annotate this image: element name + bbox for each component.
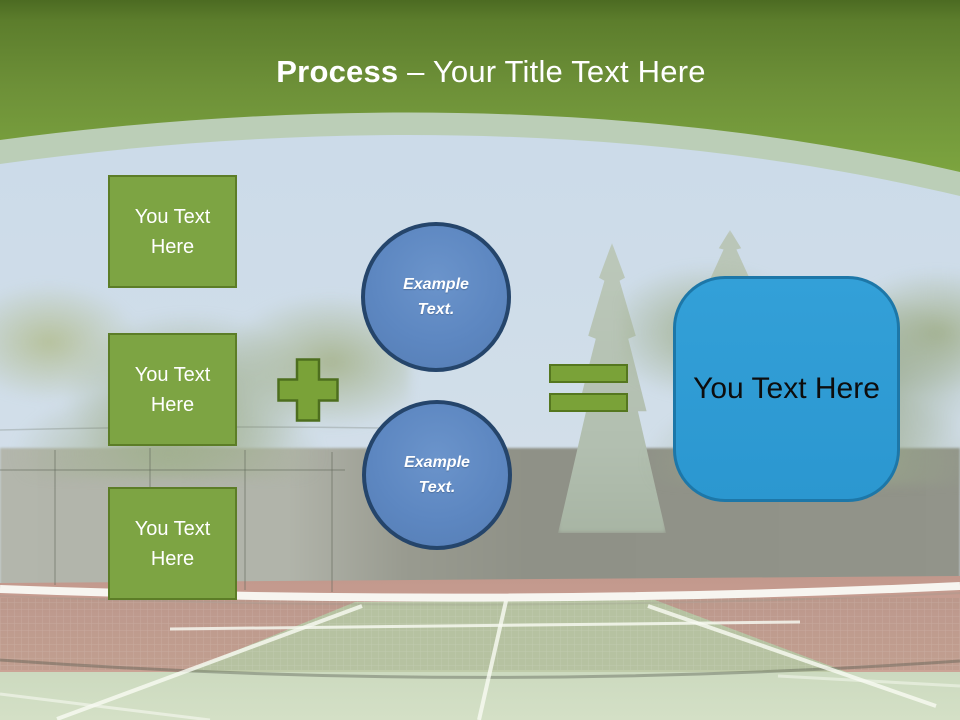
example-circle-1[interactable]: Example Text. bbox=[361, 222, 511, 372]
equals-bottom-bar bbox=[549, 393, 628, 412]
header-green-arc bbox=[0, 0, 960, 172]
input-box-3[interactable]: You Text Here bbox=[108, 487, 237, 600]
slide-title[interactable]: Process – Your Title Text Here bbox=[0, 54, 960, 90]
result-box-label: You Text Here bbox=[693, 372, 880, 405]
result-box[interactable]: You Text Here bbox=[673, 276, 900, 502]
plus-icon bbox=[277, 358, 339, 422]
equals-icon bbox=[549, 364, 628, 412]
equals-top-bar bbox=[549, 364, 628, 383]
title-rest-text: – Your Title Text Here bbox=[407, 54, 706, 89]
input-box-1[interactable]: You Text Here bbox=[108, 175, 237, 288]
near-court-green bbox=[0, 672, 960, 720]
input-box-2-label: You Text Here bbox=[134, 363, 211, 416]
example-circle-2-label: Example Text. bbox=[404, 454, 470, 496]
title-bold-text: Process bbox=[276, 54, 399, 89]
input-box-3-label: You Text Here bbox=[134, 517, 211, 570]
input-box-1-label: You Text Here bbox=[134, 205, 211, 258]
example-circle-2[interactable]: Example Text. bbox=[362, 400, 512, 550]
example-circle-1-label: Example Text. bbox=[403, 276, 469, 318]
input-box-2[interactable]: You Text Here bbox=[108, 333, 237, 446]
header-band bbox=[0, 0, 960, 196]
